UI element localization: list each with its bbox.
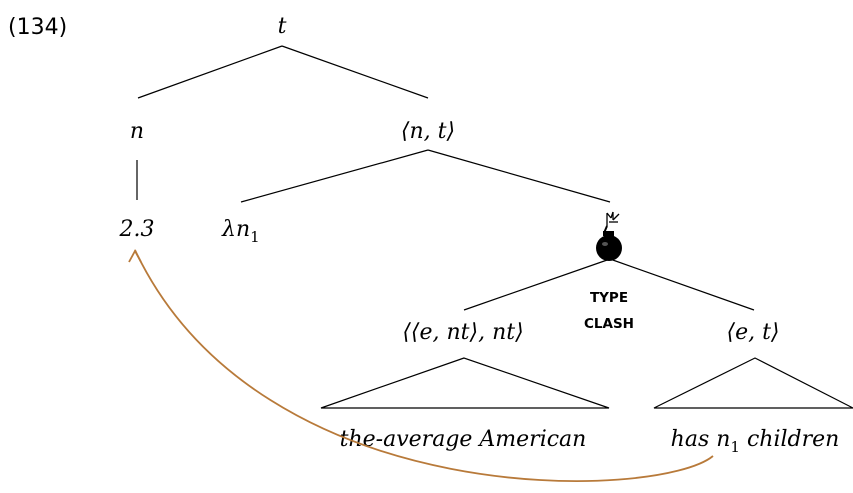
edge-bomb-dp (463, 258, 611, 311)
terminal-dp: the-average American (340, 427, 587, 452)
terminal-vp-post: children (740, 427, 839, 452)
node-root: t (278, 14, 287, 39)
triangle-vp (653, 357, 853, 409)
edge-root-right (281, 45, 429, 99)
node-left: n (130, 119, 144, 144)
node-right: ⟨n, t⟩ (401, 119, 455, 144)
example-number: (134) (8, 15, 67, 40)
movement-arrow (134, 249, 714, 483)
lambda-subscript: 1 (250, 228, 260, 246)
triangle-dp (320, 357, 610, 409)
edge-right-lambda (240, 149, 429, 203)
terminal-vp: has n1 children (671, 427, 840, 456)
node-vp-type: ⟨e, t⟩ (726, 320, 779, 345)
type-clash-label-line1: TYPE (590, 290, 628, 306)
node-number-value: 2.3 (119, 217, 155, 242)
lambda-symbol: λn (221, 217, 250, 242)
edge-right-bomb (427, 149, 611, 203)
terminal-vp-pre: has n (671, 427, 731, 452)
node-dp-type: ⟨⟨e, nt⟩, nt⟩ (402, 320, 523, 345)
bomb-icon (596, 211, 622, 261)
tree-edges (136, 45, 853, 409)
node-lambda: λn1 (221, 217, 260, 246)
edge-bomb-vp (609, 258, 755, 311)
terminal-vp-subscript: 1 (730, 438, 740, 456)
edge-root-left (137, 45, 283, 99)
arrowhead-icon (128, 249, 142, 263)
type-clash-label-line2: CLASH (584, 316, 634, 332)
